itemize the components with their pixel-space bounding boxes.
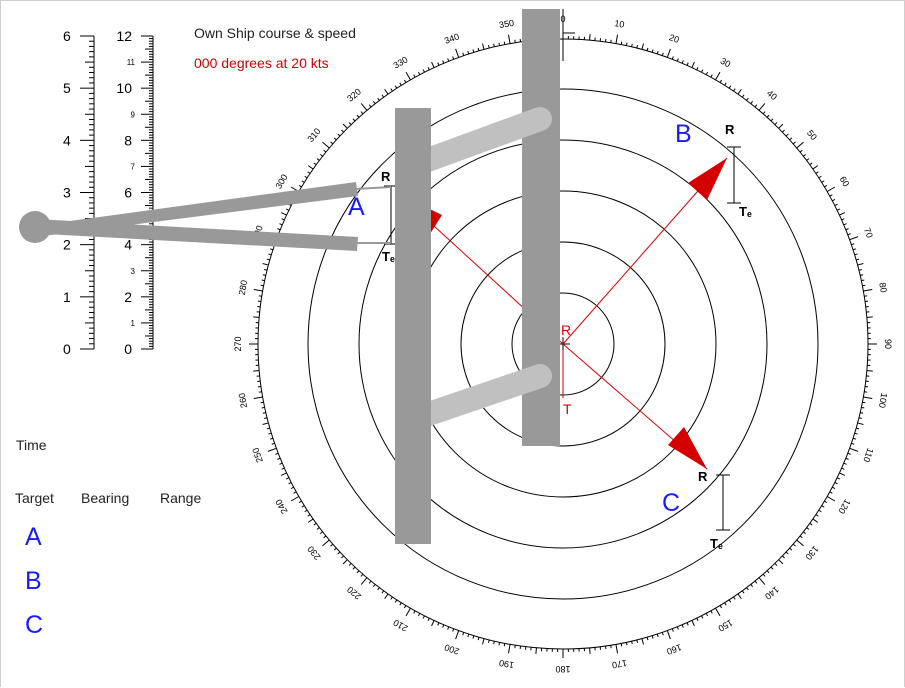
target-c-name: C bbox=[662, 489, 680, 517]
left-scale-label: 2 bbox=[63, 237, 71, 253]
bearing-label: 70 bbox=[862, 226, 875, 239]
bearing-label: 340 bbox=[443, 31, 461, 46]
bearing-label: 230 bbox=[305, 544, 322, 562]
bearing-label: 30 bbox=[719, 56, 733, 70]
time-label: Time bbox=[16, 437, 47, 453]
right-scale-label: 8 bbox=[124, 132, 132, 148]
right-scale-label: 2 bbox=[124, 289, 132, 305]
left-scale-label: 1 bbox=[63, 289, 71, 305]
own-ship-heading: Own Ship course & speed bbox=[194, 25, 356, 41]
bearing-label: 200 bbox=[443, 642, 461, 657]
right-scale-label: 4 bbox=[124, 237, 132, 253]
header-target: Target bbox=[15, 490, 54, 506]
bearing-label: 50 bbox=[805, 128, 819, 142]
bearing-label: 180 bbox=[555, 664, 570, 674]
right-scale-minor-label: 1 bbox=[131, 319, 136, 328]
target-b-te-label: Tₑ bbox=[739, 204, 752, 219]
bearing-label: 260 bbox=[237, 392, 249, 409]
target-b-r-label: R bbox=[725, 122, 735, 137]
bearing-label: 150 bbox=[716, 617, 734, 633]
divider-hinge[interactable] bbox=[19, 211, 51, 243]
bearing-label: 140 bbox=[763, 584, 781, 601]
right-scale-label: 10 bbox=[116, 80, 132, 96]
bearing-label: 240 bbox=[273, 497, 289, 515]
center-label-t: T bbox=[563, 401, 572, 417]
bearing-label: 210 bbox=[391, 617, 409, 633]
target-c-te-label: Tₑ bbox=[710, 536, 723, 551]
panel-target-c: C bbox=[25, 611, 43, 639]
panel-target-a: A bbox=[25, 523, 42, 551]
left-scale-label: 0 bbox=[63, 341, 71, 357]
bearing-label: 300 bbox=[273, 172, 289, 190]
bearing-label: 100 bbox=[877, 392, 889, 409]
divider-leg-bottom[interactable] bbox=[26, 219, 358, 251]
target-a-name: A bbox=[348, 193, 365, 221]
range-scales: 65432101210864201197531 bbox=[63, 28, 153, 357]
bearing-label: 330 bbox=[391, 54, 409, 70]
ruler-left-bar[interactable] bbox=[395, 108, 431, 544]
bearing-label: 40 bbox=[765, 88, 779, 102]
target-a-r-label: R bbox=[381, 169, 391, 184]
bearing-label: 310 bbox=[305, 126, 322, 144]
bearing-label: 170 bbox=[611, 658, 628, 670]
left-scale-label: 3 bbox=[63, 185, 71, 201]
info-panel: Time Target Bearing Range A B C bbox=[15, 437, 201, 639]
target-c-r-label: R bbox=[698, 469, 708, 484]
own-ship-value: 000 degrees at 20 kts bbox=[194, 55, 329, 71]
bearing-label: 60 bbox=[838, 175, 852, 189]
bearing-label: 90 bbox=[883, 339, 893, 349]
right-scale-minor-label: 3 bbox=[131, 267, 136, 276]
ruler-link-bottom[interactable] bbox=[414, 376, 540, 419]
bearing-label: 220 bbox=[345, 584, 363, 601]
bearing-label: 130 bbox=[803, 544, 820, 562]
bearing-label: 120 bbox=[836, 497, 852, 515]
bearing-label: 350 bbox=[498, 18, 515, 30]
target-c-marker: R Tₑ C bbox=[662, 469, 730, 551]
arrowhead-b bbox=[688, 158, 727, 200]
bearing-label: 20 bbox=[668, 32, 681, 45]
bearing-label: 160 bbox=[665, 642, 683, 657]
target-a-te-label: Tₑ bbox=[382, 249, 395, 264]
right-scale-label: 12 bbox=[116, 28, 132, 44]
right-scale-minor-label: 9 bbox=[131, 110, 136, 119]
header-range: Range bbox=[160, 490, 201, 506]
bearing-label: 10 bbox=[614, 18, 626, 30]
bearing-label: 320 bbox=[345, 86, 363, 103]
target-b-name: B bbox=[675, 120, 692, 148]
bearing-label: 80 bbox=[877, 282, 889, 294]
vectors bbox=[399, 158, 727, 469]
bearing-label: 250 bbox=[250, 446, 265, 464]
ruler-link-top[interactable] bbox=[414, 119, 540, 165]
bearing-label: 110 bbox=[861, 447, 875, 464]
center-label-r: R bbox=[561, 322, 571, 338]
right-scale-minor-label: 11 bbox=[127, 58, 136, 67]
left-scale-label: 5 bbox=[63, 80, 71, 96]
right-scale-label: 6 bbox=[124, 185, 132, 201]
header-bearing: Bearing bbox=[81, 490, 129, 506]
panel-target-b: B bbox=[25, 567, 42, 595]
bearing-label: 280 bbox=[237, 279, 249, 296]
left-scale-label: 6 bbox=[63, 28, 71, 44]
dividers-tool[interactable] bbox=[19, 182, 391, 251]
parallel-ruler-left[interactable] bbox=[395, 108, 431, 544]
bearing-label: 270 bbox=[233, 336, 243, 351]
bearing-label: 190 bbox=[498, 658, 515, 670]
right-scale-label: 0 bbox=[124, 341, 132, 357]
right-scale-minor-label: 7 bbox=[131, 162, 136, 171]
left-scale-label: 4 bbox=[63, 132, 71, 148]
